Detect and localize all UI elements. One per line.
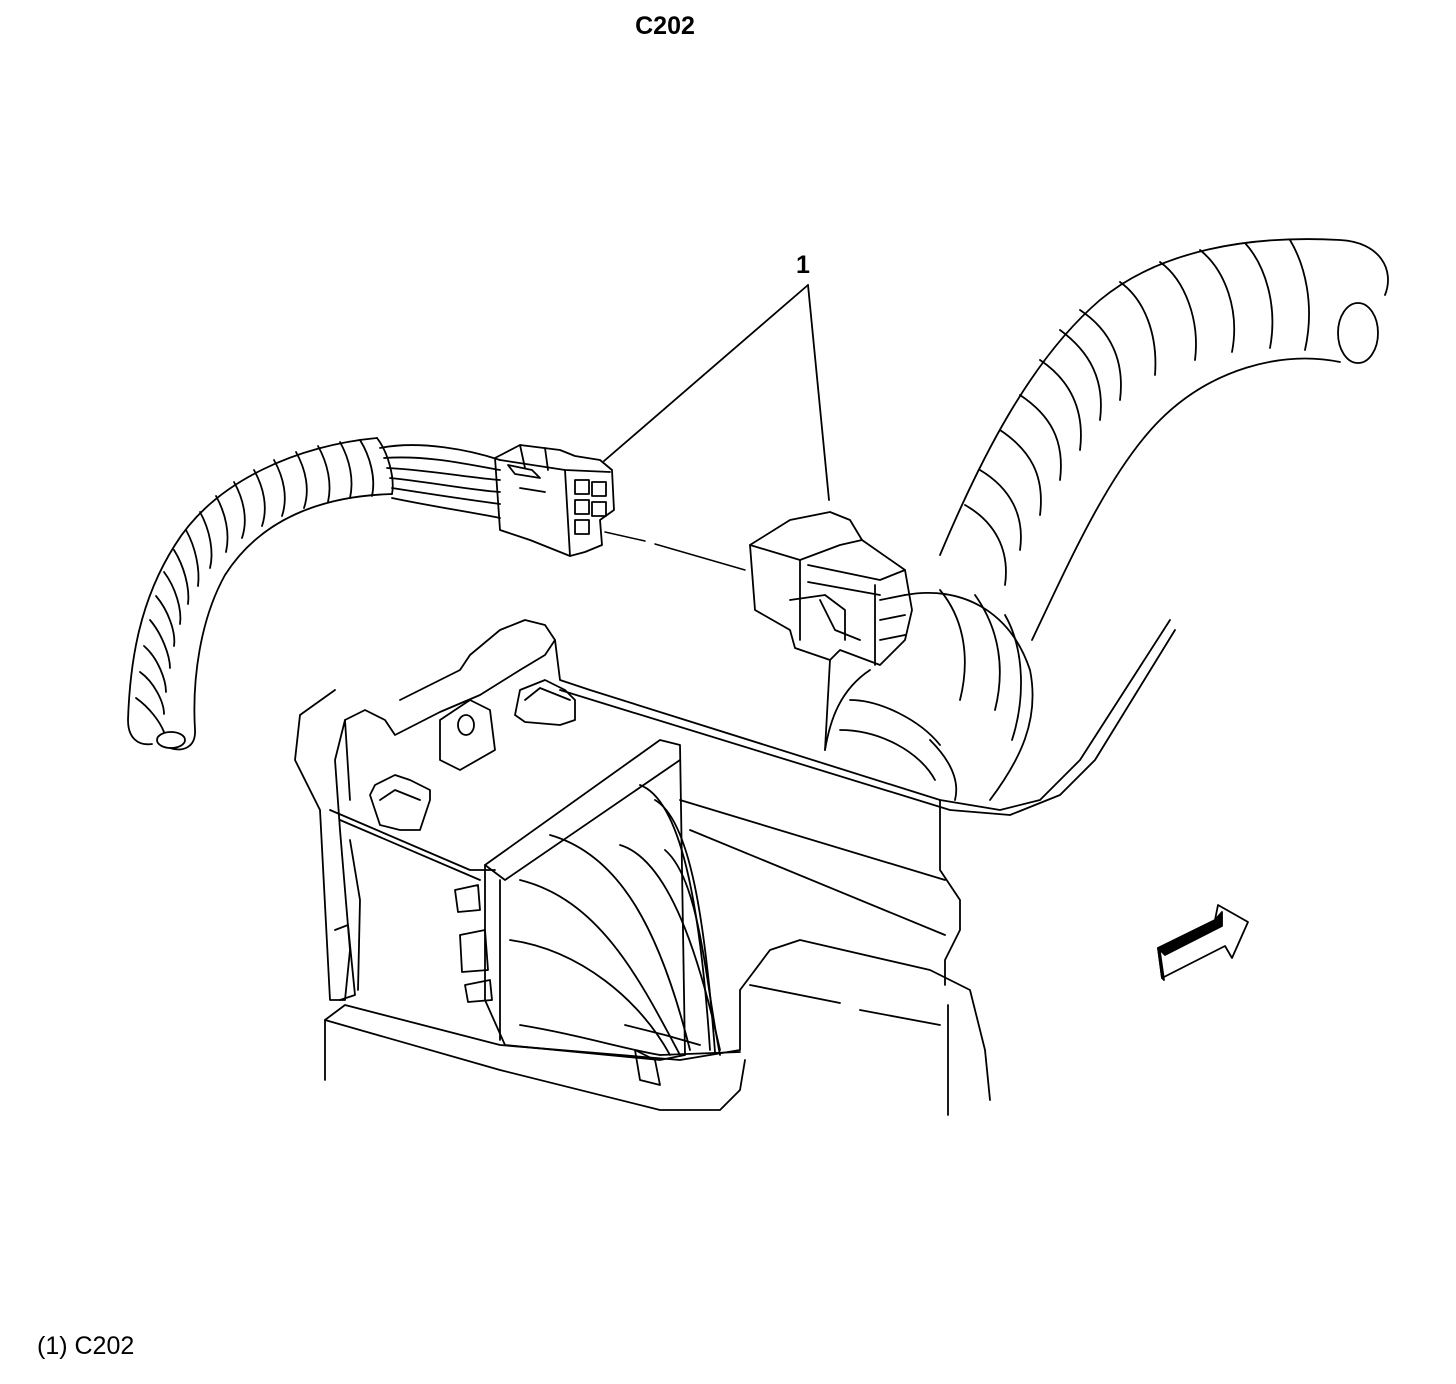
callout-number-1: 1 <box>796 251 810 279</box>
diagram-title: C202 <box>635 12 695 40</box>
legend-text: (1) C202 <box>37 1332 135 1360</box>
left-connector-c202 <box>495 445 614 556</box>
mating-dash-line <box>605 532 745 570</box>
right-connector-c202 <box>750 512 912 665</box>
callout-leader-lines <box>604 285 829 500</box>
left-wire-harness <box>128 438 500 749</box>
right-wire-harness <box>825 239 1388 800</box>
mounting-bracket <box>295 620 1175 1115</box>
forward-arrow-icon <box>1158 905 1248 980</box>
